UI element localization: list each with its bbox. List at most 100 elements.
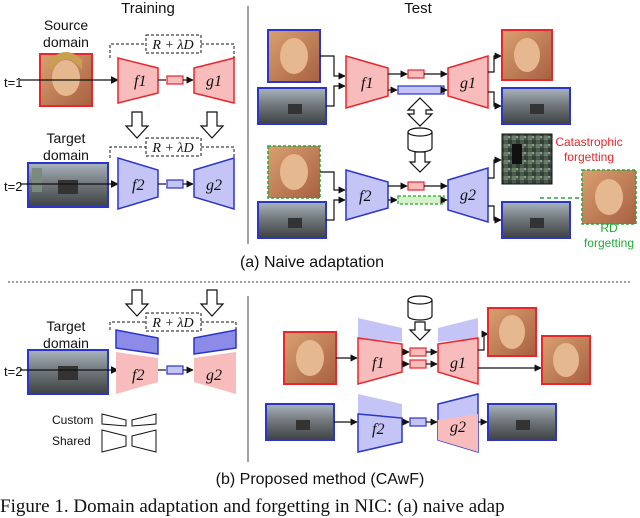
test-b-street-input (265, 403, 335, 441)
test-output-face-t1 (501, 29, 553, 81)
row-label-t2b: t=2 (4, 364, 22, 379)
latent-b (166, 365, 184, 375)
down-arrow-right-b (199, 289, 225, 317)
custom-encoder-b (115, 329, 159, 355)
corrupted-output-image (501, 133, 553, 185)
catastrophic-label-1: Catastrophic (555, 135, 622, 149)
g2-label: g2 (206, 177, 222, 194)
test-latent-red-t2 (407, 181, 425, 191)
target-street-image (27, 162, 109, 208)
test-f2-label: f2 (359, 188, 371, 205)
shared-encoder-f2-b (116, 352, 158, 394)
down-arrow-left-b (124, 289, 150, 317)
legend-shared-decoder-shape (131, 429, 157, 453)
rd-forgetting-face (581, 169, 637, 225)
test-b-database-icon (407, 295, 433, 321)
test-output-street-t1 (501, 87, 571, 125)
test-b-encoder-f1 (357, 337, 403, 385)
target-domain-b-label-2: domain (43, 335, 89, 351)
test-b-down-arrow (408, 321, 432, 341)
decoder-g1 (193, 57, 235, 104)
test-b-g2-label: g2 (450, 419, 466, 436)
test-b-decoder-g1 (437, 337, 479, 386)
loss-box-b (145, 312, 202, 332)
test-b-face-input (283, 331, 337, 385)
training-header: Training (121, 0, 175, 17)
f2-b-label: f2 (132, 367, 144, 384)
source-face-image (39, 52, 93, 107)
down-arrow-db (408, 151, 432, 173)
legend-custom-encoder-shape (101, 413, 127, 427)
target-domain-label-1: Target (47, 130, 86, 146)
encoder-f1 (117, 57, 159, 104)
test-latent-red-t1 (407, 69, 425, 79)
down-arrow-right-a (199, 111, 225, 139)
shared-decoder-g2-b (194, 352, 236, 394)
test-decoder-g1 (447, 54, 489, 110)
loss-box-t2 (145, 137, 202, 157)
latent-t2 (166, 179, 184, 189)
target-domain-label-2: domain (43, 147, 89, 163)
g2-b-label: g2 (206, 367, 222, 384)
down-arrow-left-a (124, 111, 150, 139)
double-arrow-icon (406, 97, 434, 127)
loss-label-t1: R + λD (151, 38, 193, 53)
test-b-f1-label: f1 (372, 355, 384, 372)
test-latent-green-t2 (397, 195, 445, 205)
row-label-t2: t=2 (4, 179, 22, 194)
legend-shared-encoder-shape (101, 429, 127, 453)
loss-box-t1 (145, 34, 202, 54)
test-header: Test (404, 0, 432, 17)
test-b-encoder-f2 (357, 413, 403, 453)
test-street-image-t2 (257, 201, 327, 239)
test-b-output-face-custom (487, 307, 537, 357)
test-latent-blue-t1 (397, 85, 445, 95)
test-b-latent-3 (409, 417, 427, 427)
custom-decoder-b (193, 329, 237, 355)
test-b-output-face-shared (541, 335, 591, 385)
loss-loop-t1 (109, 43, 235, 58)
test-face-image-t1 (267, 29, 321, 83)
encoder-f2 (117, 156, 159, 211)
legend-shared-label: Shared (52, 434, 91, 448)
target-domain-b-label-1: Target (47, 318, 86, 334)
row-label-t1: t=1 (4, 75, 22, 90)
database-icon (407, 127, 433, 153)
decoder-g2 (193, 156, 235, 211)
test-face-image-t2 (267, 145, 321, 199)
f1-label: f1 (134, 73, 146, 90)
legend-custom-label: Custom (52, 413, 93, 427)
g1-label: g1 (206, 73, 222, 90)
legend-custom-decoder-shape (131, 413, 157, 427)
test-b-custom-encoder-2 (358, 394, 402, 418)
latent-t1 (166, 75, 184, 85)
test-street-image-t1 (257, 87, 327, 125)
rd-label-2: forgetting (584, 236, 634, 250)
loss-loop-b (109, 321, 237, 330)
test-b-latent-1 (409, 347, 427, 357)
catastrophic-label-2: forgetting (564, 150, 614, 164)
loss-loop-t2 (109, 146, 235, 158)
test-decoder-g2 (447, 166, 489, 224)
f2-label: f2 (132, 177, 144, 194)
rd-label-1: RD (600, 221, 618, 235)
test-b-custom-decoder (438, 318, 478, 342)
subcaption-b: (b) Proposed method (CAwF) (216, 471, 425, 488)
test-encoder-f2 (345, 169, 389, 221)
loss-label-t2: R + λD (151, 141, 193, 156)
test-b-g1-label: g1 (450, 355, 466, 372)
test-encoder-f1 (345, 55, 389, 109)
test-f1-label: f1 (361, 75, 373, 92)
subcaption-a: (a) Naive adaptation (240, 254, 384, 271)
source-domain-label-1: Source (44, 17, 89, 33)
target-b-street-image (27, 349, 109, 395)
test-g2-label: g2 (460, 187, 476, 204)
test-output-street-t2 (501, 201, 571, 239)
figure-caption: Figure 1. Domain adaptation and forgetti… (0, 496, 505, 517)
test-b-output-street (487, 403, 557, 441)
test-b-custom-encoder (358, 318, 402, 342)
source-domain-label-2: domain (43, 34, 89, 50)
loss-label-b: R + λD (151, 316, 193, 331)
test-b-latent-2 (409, 359, 427, 369)
